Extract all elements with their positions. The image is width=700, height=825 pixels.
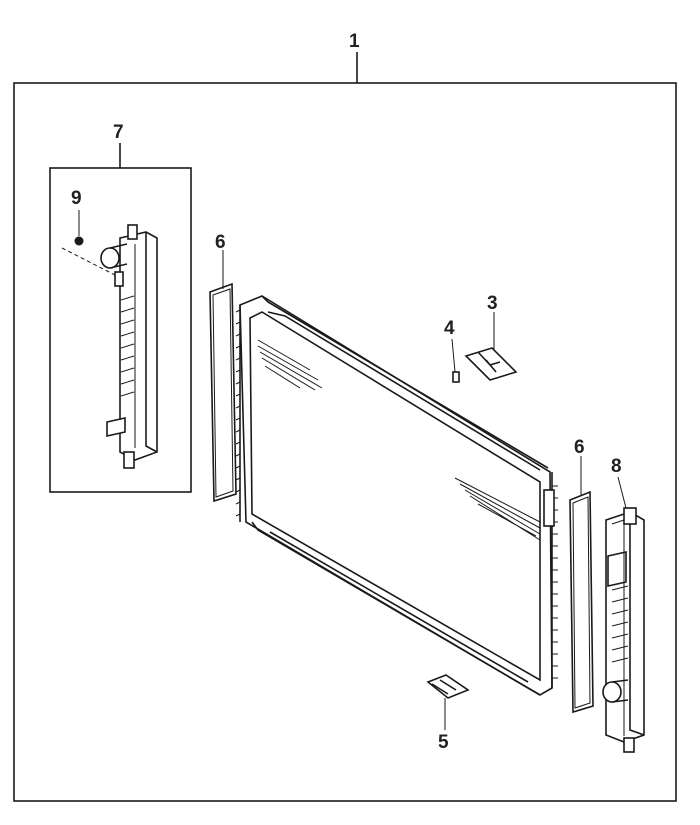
gasket-right: [569, 490, 594, 714]
callout-8: 8: [611, 456, 622, 477]
gasket-left: [209, 282, 237, 503]
bracket-3: [464, 312, 518, 381]
assembly-frame: [13, 82, 677, 802]
clip-5: [426, 674, 470, 730]
radiator-tank-right: [602, 476, 645, 753]
callout-7: 7: [113, 122, 124, 143]
callout-1: 1: [349, 31, 360, 52]
callout-6-right: 6: [574, 437, 585, 458]
radiator-core: [235, 295, 558, 696]
callout-5: 5: [438, 732, 449, 753]
radiator-tank-left: [100, 224, 158, 469]
callout-9: 9: [71, 188, 82, 209]
callout-3: 3: [487, 293, 498, 314]
clip-4: [451, 338, 460, 383]
callout-4: 4: [444, 318, 455, 339]
callout-6-left: 6: [215, 232, 226, 253]
bolt-9: [61, 210, 116, 276]
